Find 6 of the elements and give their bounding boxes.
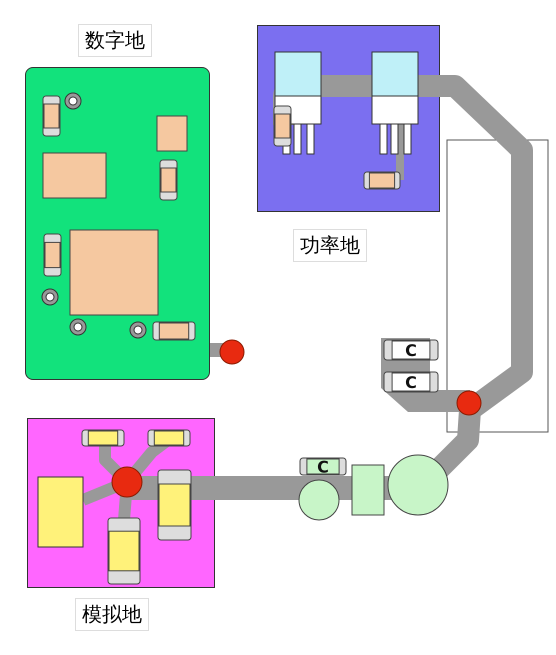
plane-label: 数字地 (78, 24, 152, 57)
component-label: C (317, 458, 329, 476)
component-label: C (405, 373, 417, 392)
plane-label: 模拟地 (75, 598, 149, 631)
component-label: C (405, 341, 417, 360)
plane-label: 功率地 (293, 229, 367, 262)
